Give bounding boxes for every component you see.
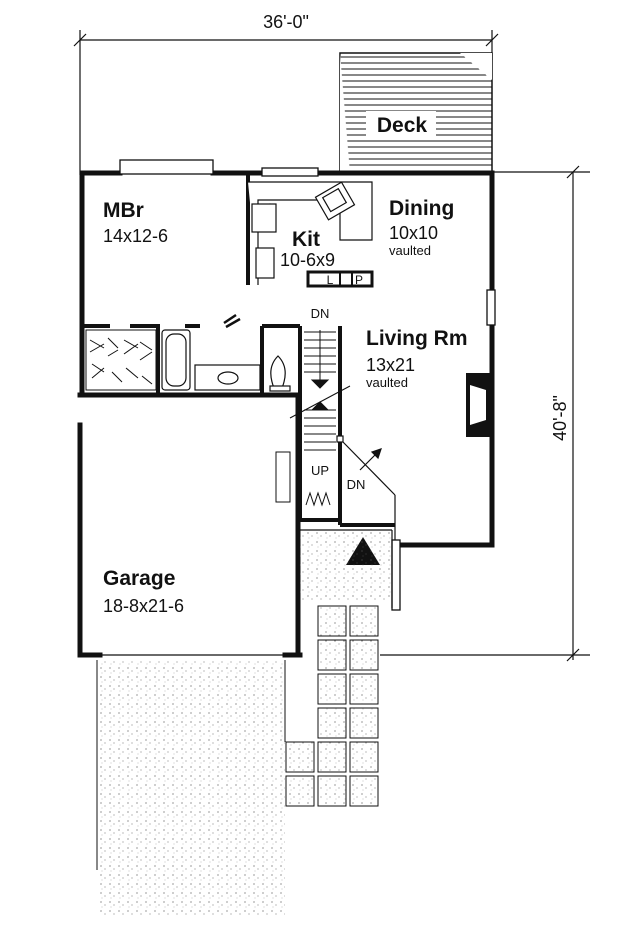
pantry [306, 270, 374, 288]
deck [339, 52, 493, 174]
living-size: 13x21 [366, 355, 415, 375]
mbr-name: MBr [103, 199, 144, 222]
depth-dimension [380, 165, 590, 662]
living-note: vaulted [366, 375, 408, 390]
stairs-up-label: UP [311, 463, 329, 478]
garage-name: Garage [103, 567, 175, 590]
living-name: Living Rm [366, 327, 468, 350]
garage-size: 18-8x21-6 [103, 596, 184, 616]
dining-name: Dining [389, 197, 454, 220]
porch [300, 530, 392, 600]
deck-label: Deck [377, 114, 428, 137]
driveway [96, 660, 286, 915]
depth-dimension-label: 40'-8" [550, 395, 570, 441]
fireplace [466, 373, 492, 437]
dining-size: 10x10 [389, 223, 438, 243]
mbr-size: 14x12-6 [103, 226, 168, 246]
dining-note: vaulted [389, 243, 431, 258]
width-dimension-label: 36'-0" [263, 12, 309, 32]
stairs [275, 330, 351, 507]
pantry-l-label: L [327, 273, 334, 287]
interior-walls [82, 173, 395, 527]
stairs-down-label: DN [311, 306, 330, 321]
closets [85, 329, 157, 391]
kitchen-counters [248, 181, 373, 285]
width-dimension [73, 30, 499, 175]
exterior-walls [77, 170, 495, 658]
pantry-p-label: P [355, 273, 363, 287]
kitchen-name: Kit [292, 228, 320, 251]
walkway [285, 605, 379, 807]
entry-down-label: DN [347, 477, 366, 492]
kitchen-size: 10-6x9 [280, 250, 335, 270]
bathroom [161, 313, 291, 392]
